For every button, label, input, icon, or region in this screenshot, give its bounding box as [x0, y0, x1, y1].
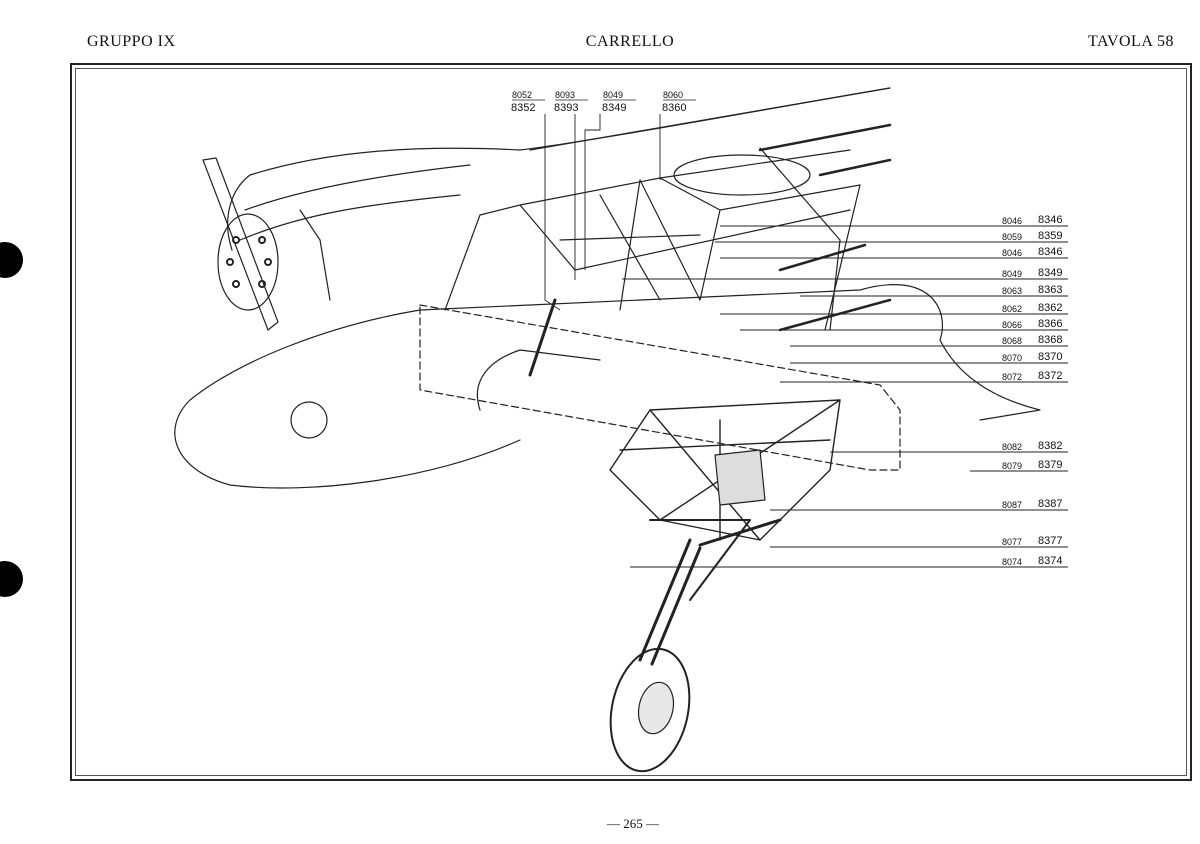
- oleo-leg: [638, 518, 782, 666]
- leader-8052: [544, 114, 561, 311]
- right-callout-ref: 8062: [1002, 304, 1022, 314]
- propeller-blade: [202, 157, 279, 331]
- right-callout-ref: 8049: [1002, 269, 1022, 279]
- right-callout-ref: 8046: [1002, 248, 1022, 258]
- right-callout-part: 8363: [1038, 284, 1062, 296]
- right-callout-part: 8349: [1038, 267, 1062, 279]
- top-callout-part: 8352: [511, 102, 535, 114]
- right-callout-ref: 8046: [1002, 216, 1022, 226]
- right-callout-ref: 8079: [1002, 461, 1022, 471]
- right-callout-ref: 8068: [1002, 336, 1022, 346]
- wing-roundel: [290, 401, 328, 439]
- side-brace: [649, 519, 751, 601]
- wheel-hub: [637, 681, 675, 735]
- top-callout-ref: 8093: [555, 90, 575, 100]
- right-callout-ref: 8082: [1002, 442, 1022, 452]
- header-title: CARRELLO: [585, 33, 675, 50]
- right-callout-part: 8372: [1038, 370, 1062, 382]
- right-callout-part: 8346: [1038, 246, 1062, 258]
- right-callout-ref: 8087: [1002, 500, 1022, 510]
- drawing-frame-inner: [75, 68, 1187, 776]
- right-callout-ref: 8074: [1002, 557, 1022, 567]
- header-plate: TAVOLA 58: [1087, 33, 1174, 50]
- top-callout-part: 8349: [602, 102, 626, 114]
- right-callout-part: 8374: [1038, 555, 1062, 567]
- right-callout-part: 8370: [1038, 351, 1062, 363]
- cockpit-ring: [673, 154, 811, 196]
- propeller-hub: [217, 213, 279, 311]
- page-number: — 265 —: [607, 816, 659, 831]
- leader-8049: [584, 114, 601, 270]
- wing-root: [476, 349, 601, 411]
- top-callout-ref: 8052: [512, 90, 532, 100]
- right-callout-part: 8346: [1038, 214, 1062, 226]
- binder-hole-top: [0, 242, 23, 278]
- right-callout-part: 8362: [1038, 302, 1062, 314]
- gear-damper-box: [714, 449, 766, 506]
- right-callout-ref: 8077: [1002, 537, 1022, 547]
- cowling-lines: [239, 164, 471, 301]
- binder-hole-bottom: [0, 561, 23, 597]
- strut-bars: [758, 123, 892, 332]
- right-callout-ref: 8063: [1002, 286, 1022, 296]
- right-callout-ref: 8059: [1002, 232, 1022, 242]
- wing-outline: [174, 284, 1041, 489]
- right-callout-part: 8382: [1038, 440, 1062, 452]
- right-callout-ref: 8070: [1002, 353, 1022, 363]
- top-callout-part: 8360: [662, 102, 686, 114]
- right-callout-part: 8387: [1038, 498, 1062, 510]
- right-callout-part: 8366: [1038, 318, 1062, 330]
- right-callout-part: 8368: [1038, 334, 1062, 346]
- header-group: GRUPPO IX: [87, 33, 176, 50]
- cabane-frame: [444, 147, 861, 331]
- right-callout-part: 8379: [1038, 459, 1062, 471]
- main-wheel: [609, 647, 691, 773]
- right-callout-part: 8377: [1038, 535, 1062, 547]
- top-callout-ref: 8049: [603, 90, 623, 100]
- wing-strut-left: [528, 298, 557, 377]
- top-callout-part: 8393: [554, 102, 578, 114]
- right-callout-ref: 8066: [1002, 320, 1022, 330]
- drawing-frame: [70, 63, 1192, 781]
- top-callout-ref: 8060: [663, 90, 683, 100]
- wing-spar: [419, 304, 901, 471]
- right-callout-part: 8359: [1038, 230, 1062, 242]
- upper-wing-edge: [529, 87, 891, 151]
- right-callout-ref: 8072: [1002, 372, 1022, 382]
